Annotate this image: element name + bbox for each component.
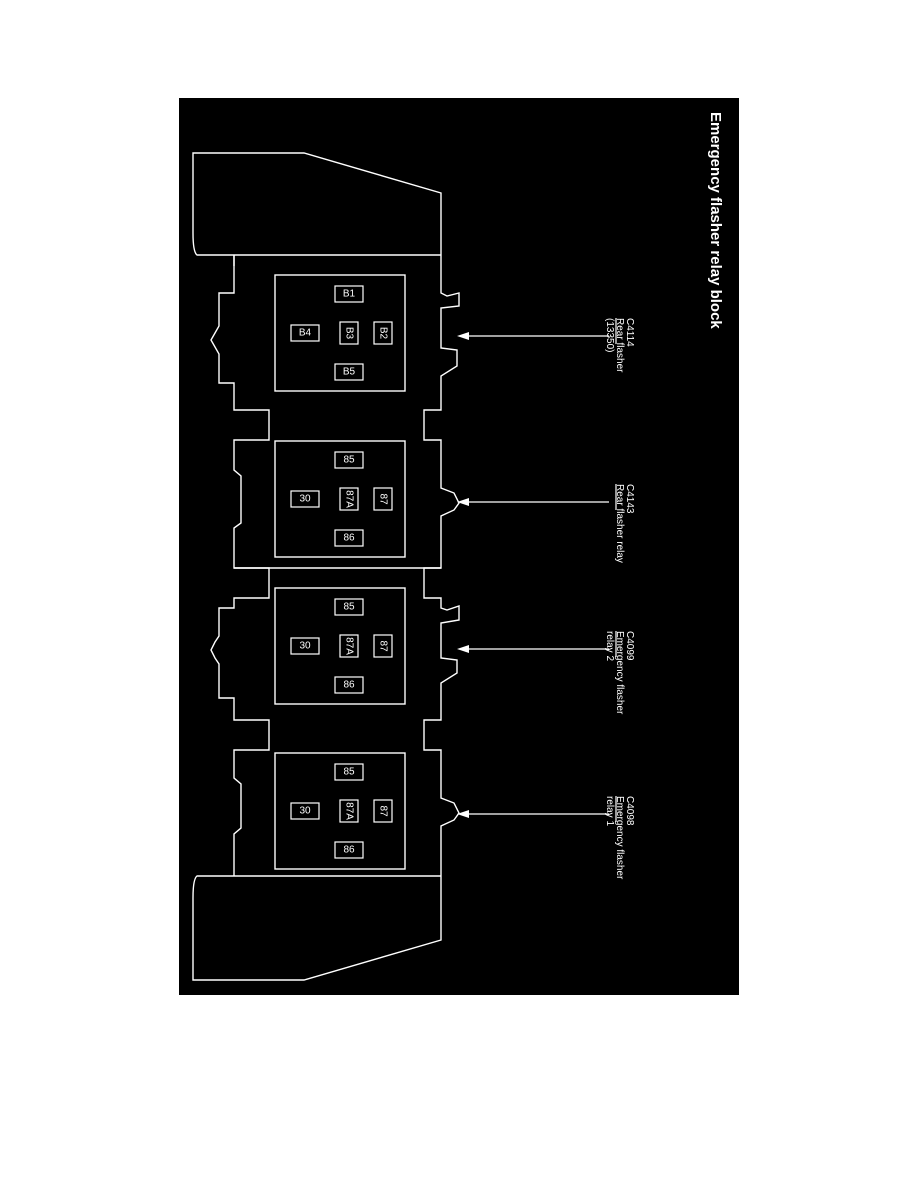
pin-30: 30 (290, 802, 320, 820)
pin-b5: B5 (334, 363, 364, 381)
pin-label: 87 (378, 493, 389, 505)
connector-description-label: (13350) (604, 318, 615, 352)
pin-box (290, 324, 320, 342)
block-end-cap-bottom (192, 875, 442, 981)
connector-id-label: C4143 (624, 484, 635, 514)
pin-86: 86 (334, 676, 364, 694)
pin-85: 85 (334, 451, 364, 469)
pin-87: 87 (373, 634, 393, 658)
arrowhead-icon (457, 332, 469, 340)
pin-box (290, 490, 320, 508)
arrowhead-icon (457, 645, 469, 653)
pin-87a: 87A (339, 487, 359, 511)
pin-box (339, 321, 359, 345)
pin-box (290, 802, 320, 820)
pin-box (373, 634, 393, 658)
pin-label: 30 (299, 494, 311, 505)
pin-label: 30 (299, 641, 311, 652)
pin-box (339, 634, 359, 658)
pin-label: 87A (344, 637, 355, 655)
connector-description-label: relay 1 (604, 796, 615, 826)
pin-box (373, 799, 393, 823)
pin-b3: B3 (339, 321, 359, 345)
pin-label: B2 (378, 327, 389, 340)
pin-box (334, 763, 364, 781)
pin-label: 87A (344, 802, 355, 820)
pin-box (334, 598, 364, 616)
connector-description-label: relay 2 (604, 631, 615, 661)
pin-label: B3 (344, 327, 355, 340)
pin-box (334, 841, 364, 859)
pin-label: 85 (343, 602, 355, 613)
connector-id-label: C4099 (624, 631, 635, 661)
arrowhead-icon (457, 498, 469, 506)
pin-box (339, 487, 359, 511)
pin-box (334, 451, 364, 469)
connector-description-label: Emergency flasher (614, 631, 625, 715)
connector-id-label: C4114 (624, 318, 635, 347)
pin-85: 85 (334, 598, 364, 616)
pin-label: 85 (343, 767, 355, 778)
connector-description-label: Emergency flasher (614, 796, 625, 880)
diagram-title: Emergency flasher relay block (707, 112, 724, 329)
pin-label: 86 (343, 845, 355, 856)
pin-86: 86 (334, 529, 364, 547)
pin-box (334, 363, 364, 381)
pin-b4: B4 (290, 324, 320, 342)
pin-label: B1 (343, 289, 356, 300)
pin-label: 85 (343, 455, 355, 466)
pin-label: 87A (344, 490, 355, 508)
connector-id-label: C4098 (624, 796, 635, 826)
pin-85: 85 (334, 763, 364, 781)
pin-30: 30 (290, 490, 320, 508)
pin-label: 87 (378, 640, 389, 652)
pin-30: 30 (290, 637, 320, 655)
pin-87a: 87A (339, 799, 359, 823)
block-body-right-edge (423, 255, 460, 876)
pin-87a: 87A (339, 634, 359, 658)
pin-87: 87 (373, 487, 393, 511)
pin-box (373, 487, 393, 511)
pin-b2: B2 (373, 321, 393, 345)
pin-box (290, 637, 320, 655)
pin-box (373, 321, 393, 345)
pin-86: 86 (334, 841, 364, 859)
arrowhead-icon (457, 810, 469, 818)
pin-box (334, 529, 364, 547)
block-end-cap-top (192, 152, 442, 256)
pin-label: B5 (343, 367, 356, 378)
pin-label: B4 (299, 328, 312, 339)
block-body-left-edge (210, 255, 270, 876)
pin-label: 87 (378, 805, 389, 817)
pin-label: 86 (343, 533, 355, 544)
connector-description-label: Rear flasher relay (614, 484, 625, 563)
connector-description-label: Rear flasher (614, 318, 625, 373)
pin-87: 87 (373, 799, 393, 823)
pin-b1: B1 (334, 285, 364, 303)
pin-label: 86 (343, 680, 355, 691)
pin-box (334, 676, 364, 694)
pin-box (339, 799, 359, 823)
pin-label: 30 (299, 806, 311, 817)
pin-box (334, 285, 364, 303)
